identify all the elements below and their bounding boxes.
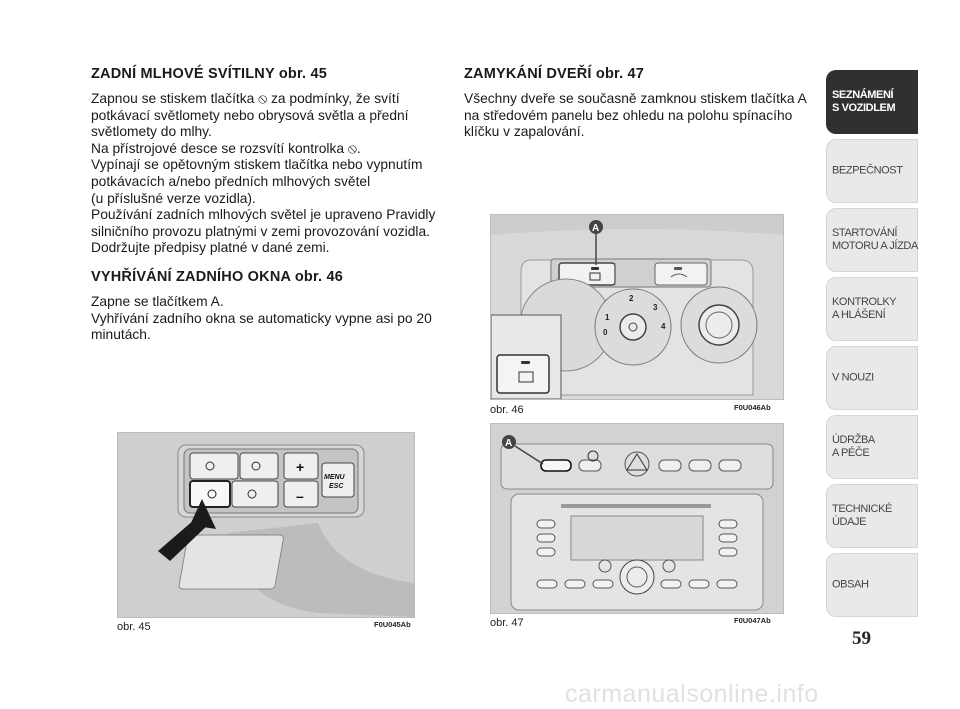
tab-label: ÚDRŽBA A PÉČE bbox=[832, 434, 875, 459]
dial-number: 1 bbox=[605, 313, 610, 322]
right-column: ZAMYKÁNÍ DVEŘÍ obr. 47 Všechny dveře se … bbox=[464, 66, 809, 153]
tab-label: STARTOVÁNÍ MOTORU A JÍZDA bbox=[832, 227, 918, 252]
text-line: minutách. bbox=[91, 327, 151, 343]
marker-a bbox=[502, 435, 516, 449]
no-entry-icon bbox=[587, 450, 599, 462]
rear-fog-light-icon bbox=[207, 489, 217, 499]
volume-knob[interactable] bbox=[619, 559, 655, 595]
tab-startovani[interactable]: STARTOVÁNÍ MOTORU A JÍZDA bbox=[826, 208, 918, 272]
section-door-locking: ZAMYKÁNÍ DVEŘÍ obr. 47 Všechny dveře se … bbox=[464, 66, 809, 141]
tab-label: KONTROLKY A HLÁŠENÍ bbox=[832, 296, 897, 321]
text-line: Zapne se tlačítkem A. bbox=[91, 293, 224, 309]
text-line: (u příslušné verze vozidla). bbox=[91, 190, 256, 206]
tab-kontrolky[interactable]: KONTROLKY A HLÁŠENÍ bbox=[826, 277, 918, 341]
text-line: Dodržujte předpisy platné v dané zemi. bbox=[91, 240, 330, 256]
text-line: Všechny dveře se současně zamknou stiske… bbox=[464, 91, 807, 106]
figure-46-code: F0U046Ab bbox=[734, 403, 771, 412]
headlight-icon bbox=[251, 461, 261, 471]
text-line: silničního provozu platnými v zemi provo… bbox=[91, 223, 430, 239]
svg-text:A: A bbox=[505, 438, 512, 449]
svg-text:ESC: ESC bbox=[329, 483, 344, 490]
text-line: potkávacích a/nebo předních mlhových svě… bbox=[91, 173, 371, 189]
figure-46-caption: obr. 46 bbox=[490, 404, 524, 416]
marker-a bbox=[589, 220, 603, 234]
tab-label: BEZPEČNOST bbox=[832, 164, 903, 177]
page-number: 59 bbox=[852, 628, 871, 649]
left-column: ZADNÍ MLHOVÉ SVÍTILNY obr. 45 Zapnou se … bbox=[91, 66, 441, 356]
text-line: na středovém panelu bez ohledu na polohu… bbox=[464, 107, 793, 123]
section-heading: ZADNÍ MLHOVÉ SVÍTILNY obr. 45 bbox=[91, 66, 327, 82]
dial-number: 2 bbox=[629, 294, 634, 303]
text-line: Používání zadních mlhových světel je upr… bbox=[91, 207, 436, 223]
svg-text:MENU: MENU bbox=[324, 474, 346, 481]
rear-window-heating-icon bbox=[518, 371, 534, 383]
figure-47-code: F0U047Ab bbox=[734, 616, 771, 625]
zoomed-rear-heating-button bbox=[496, 354, 550, 394]
figure-45-caption: obr. 45 bbox=[117, 621, 151, 633]
text-line: potkávací světlomety nebo obrysová světl… bbox=[91, 107, 409, 123]
minus-button[interactable] bbox=[283, 480, 319, 508]
section-heading: VYHŘÍVÁNÍ ZADNÍHO OKNA obr. 46 bbox=[91, 268, 344, 285]
text-line: světlomety do mlhy. bbox=[91, 124, 212, 140]
tab-label: OBSAH bbox=[832, 578, 869, 591]
text-line: Na přístrojové desce se rozsvítí kontrol… bbox=[91, 140, 361, 156]
watermark: carmanualsonline.info bbox=[565, 680, 819, 708]
tab-label: SEZNÁMENÍ S VOZIDLEM bbox=[832, 89, 896, 114]
tab-label: TECHNICKÉ ÚDAJE bbox=[832, 503, 892, 528]
air-distribution-dial[interactable] bbox=[698, 304, 740, 346]
fan-speed-dial[interactable] bbox=[619, 313, 647, 341]
text-line: Vyhřívání zadního okna se automaticky vy… bbox=[91, 310, 432, 326]
rear-fog-light-button[interactable] bbox=[189, 480, 231, 508]
tab-label: V NOUZI bbox=[832, 371, 874, 384]
svg-text:A: A bbox=[592, 223, 599, 234]
svg-text:–: – bbox=[296, 488, 304, 504]
text-line: Zapnou se stiskem tlačítka ⦸ za podmínky… bbox=[91, 91, 400, 106]
tab-obsah[interactable]: OBSAH bbox=[826, 553, 918, 617]
text-line: klíčku v zapalování. bbox=[464, 124, 585, 140]
plus-button[interactable] bbox=[283, 452, 319, 480]
figure-45: + – MENU ESC bbox=[117, 432, 415, 618]
recirculation-icon bbox=[670, 273, 688, 278]
svg-text:+: + bbox=[296, 459, 304, 475]
section-rear-window-heating: VYHŘÍVÁNÍ ZADNÍHO OKNA obr. 46 Zapne se … bbox=[91, 269, 441, 344]
tab-bezpecnost[interactable]: BEZPEČNOST bbox=[826, 139, 918, 203]
dial-number: 0 bbox=[603, 328, 608, 337]
light-switch-illustration: + – MENU ESC bbox=[118, 433, 414, 617]
dial-number: 3 bbox=[653, 303, 658, 312]
figure-47-caption: obr. 47 bbox=[490, 617, 524, 629]
figure-47: A bbox=[490, 423, 784, 614]
figure-45-code: F0U045Ab bbox=[374, 620, 411, 629]
door-lock-button[interactable] bbox=[540, 459, 572, 472]
text-line: Vypínají se opětovným stiskem tlačítka n… bbox=[91, 157, 423, 173]
figure-46: 1 2 3 0 4 A bbox=[490, 214, 784, 400]
tab-udrzba[interactable]: ÚDRŽBA A PÉČE bbox=[826, 415, 918, 479]
section-heading: ZAMYKÁNÍ DVEŘÍ obr. 47 bbox=[464, 66, 645, 82]
section-rear-fog-lights: ZADNÍ MLHOVÉ SVÍTILNY obr. 45 Zapnou se … bbox=[91, 66, 441, 257]
climate-panel-illustration: 1 2 3 0 4 A bbox=[491, 215, 783, 399]
dial-number: 4 bbox=[661, 322, 666, 331]
menu-esc-button[interactable] bbox=[321, 462, 355, 498]
headlight-icon bbox=[247, 489, 257, 499]
radio-panel-illustration: A bbox=[491, 424, 783, 613]
tab-technicke-udaje[interactable]: TECHNICKÉ ÚDAJE bbox=[826, 484, 918, 548]
tab-seznameni[interactable]: SEZNÁMENÍ S VOZIDLEM bbox=[826, 70, 918, 134]
tab-v-nouzi[interactable]: V NOUZI bbox=[826, 346, 918, 410]
hazard-warning-icon bbox=[626, 453, 648, 471]
fog-light-icon bbox=[205, 461, 215, 471]
